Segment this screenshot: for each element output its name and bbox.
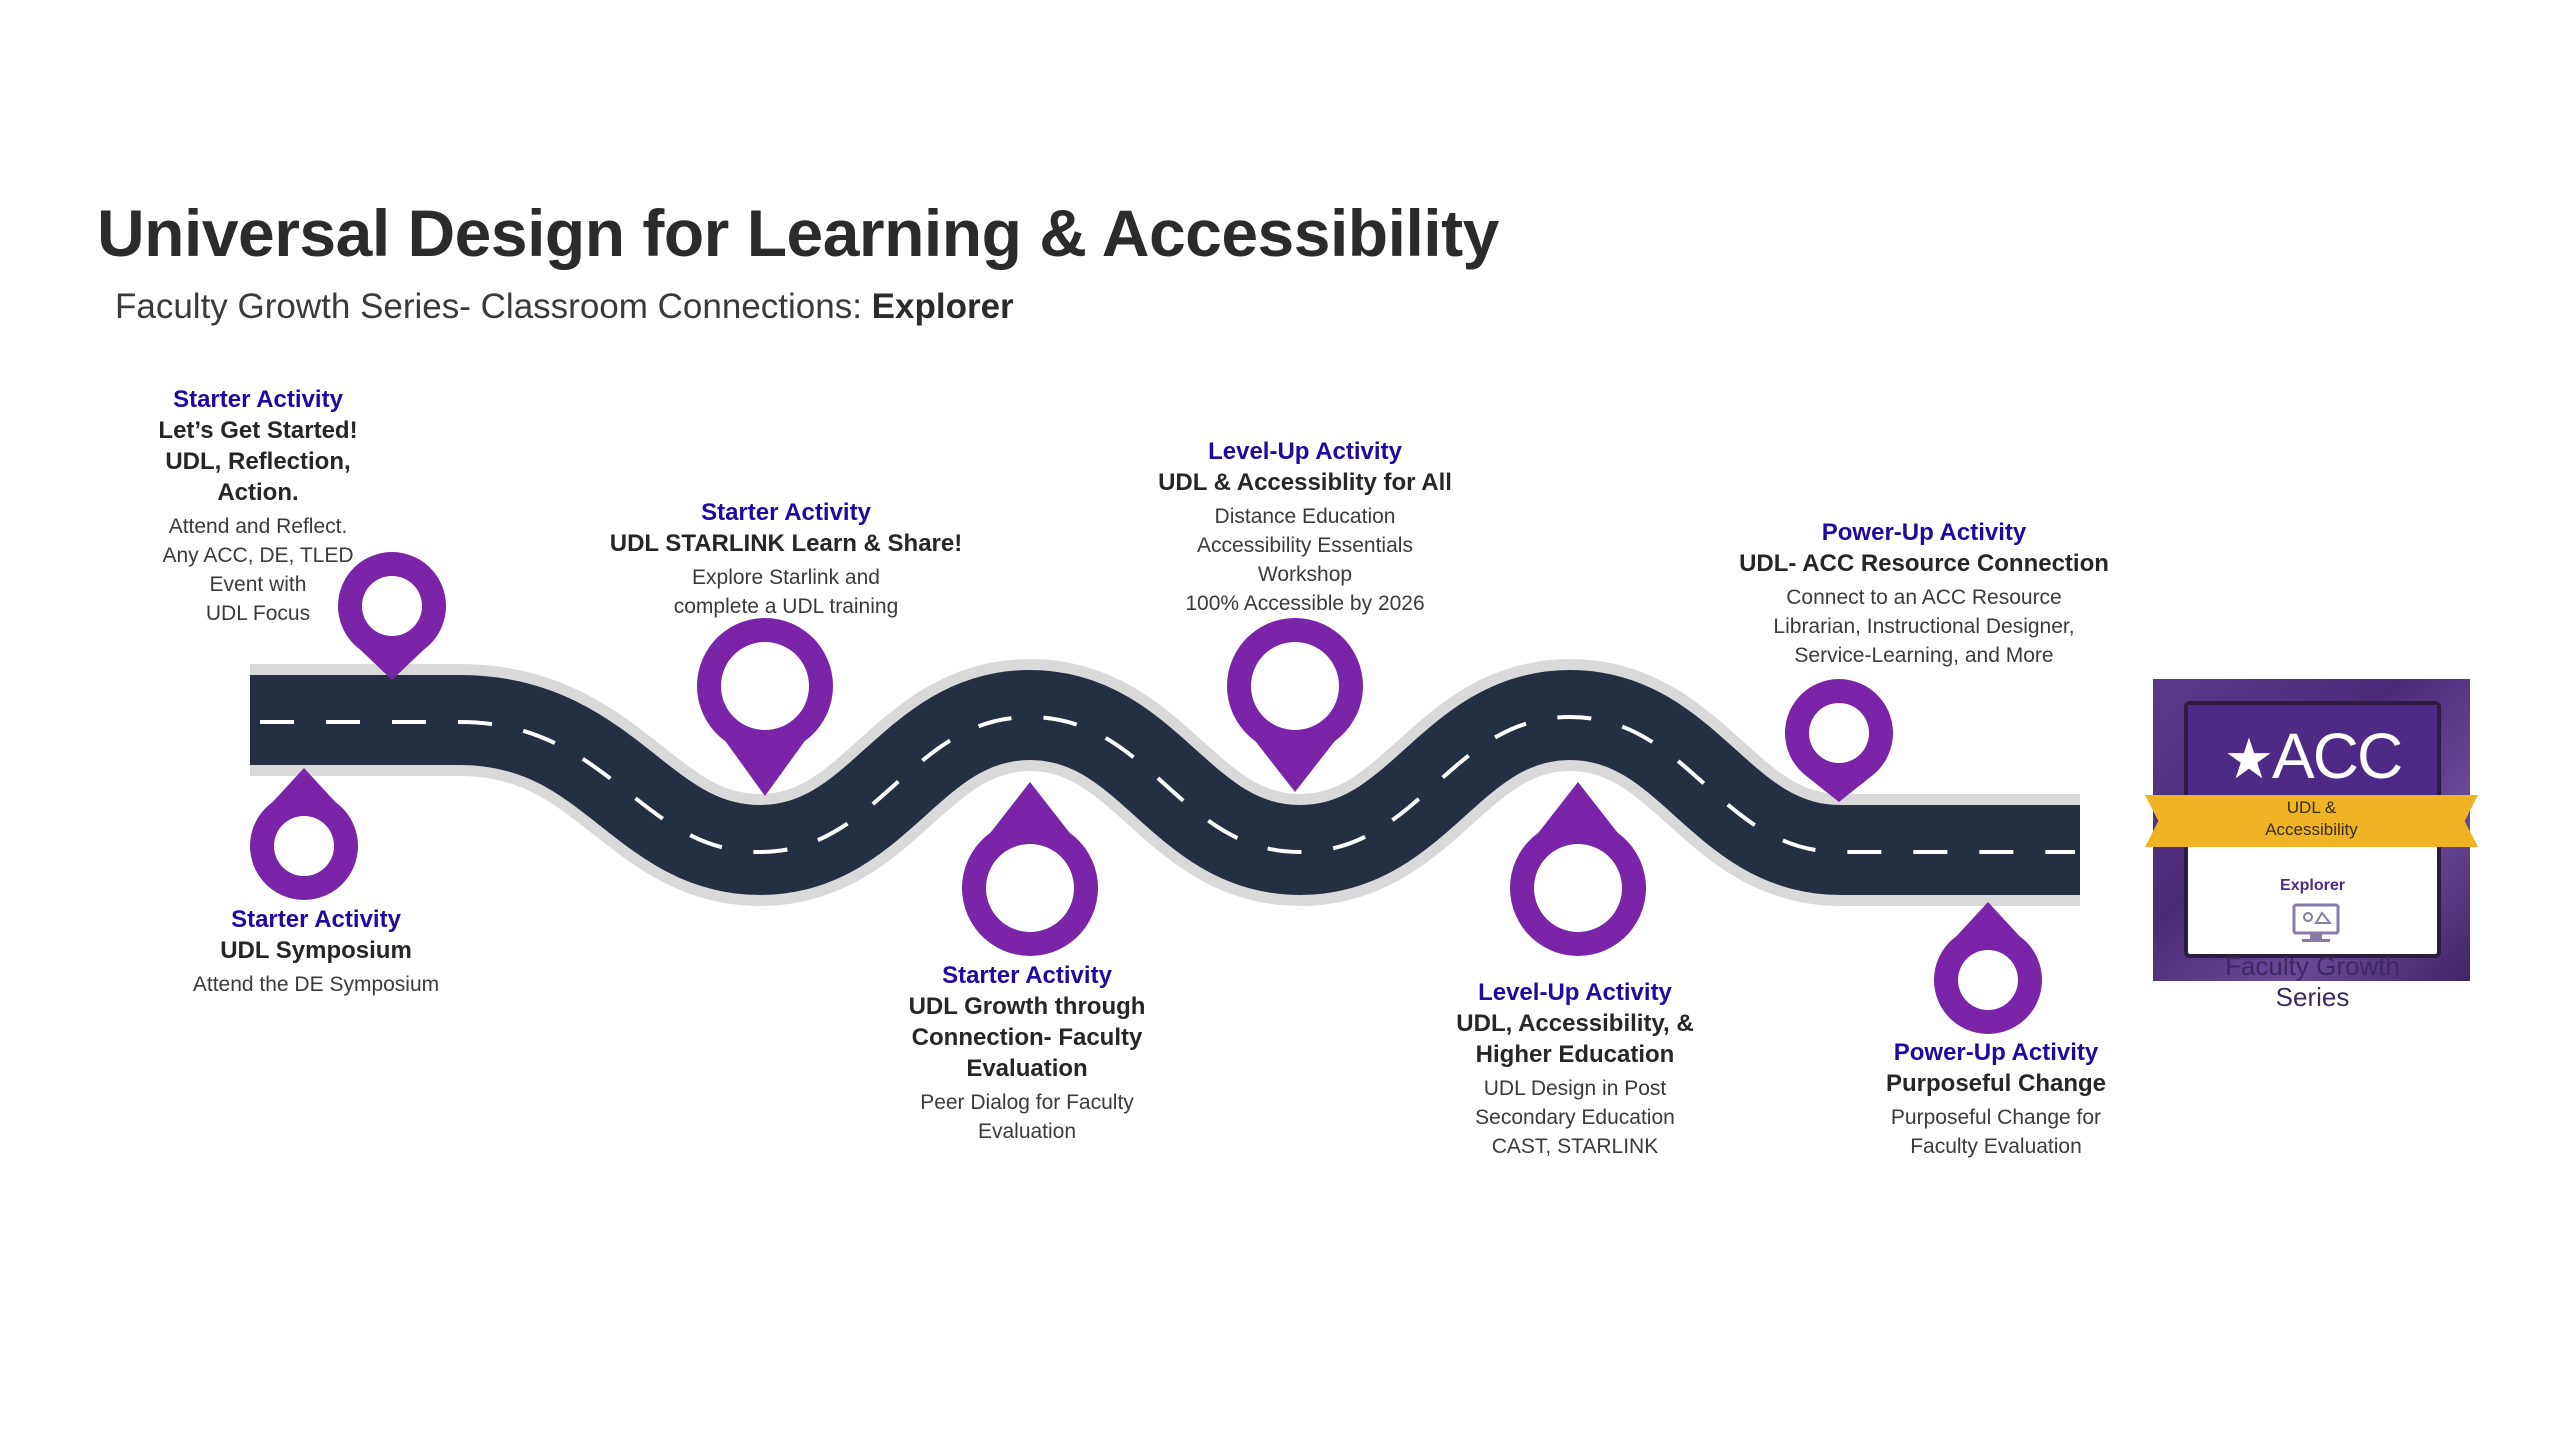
badge-series: Faculty Growth Series [2225,951,2400,1012]
activity-description: Accessibility Essentials [1197,534,1413,557]
activity-description: Connect to an ACC Resource [1786,586,2062,609]
activity-title: UDL- ACC Resource Connection [1739,550,2109,577]
map-pin-icon [337,551,446,680]
star-icon: ★ [2223,727,2274,790]
activity-description: complete a UDL training [673,595,899,618]
activity-description: Faculty Evaluation [1910,1135,2082,1158]
explorer-badge: ★ACC Explorer Faculty Growth Series UDL … [2145,679,2478,1012]
activity-description: Attend and Reflect. [168,515,348,538]
activity-description: Peer Dialog for Faculty [920,1091,1134,1114]
activity-type: Starter Activity [942,962,1112,989]
activity-description: Librarian, Instructional Designer, [1773,615,2075,638]
map-pin-icon [250,768,358,900]
badge-level: Explorer [2280,877,2345,894]
badge-ribbon-text: UDL & Accessibility [2153,797,2470,841]
map-pin-icon [697,618,833,796]
activity-description: UDL Design in Post [1483,1077,1667,1100]
activity-description: Service-Learning, and More [1794,644,2054,667]
map-pin-icon [962,782,1098,956]
page-subtitle: Faculty Growth Series- Classroom Connect… [115,287,1014,327]
activity-title: Connection- Faculty [911,1024,1143,1051]
acc-logo: ★ACC [2188,719,2437,793]
activity-description: Event with [209,573,307,596]
activity-type: Starter Activity [231,906,401,933]
activity-description: Workshop [1257,563,1353,586]
map-pin-icon [1509,782,1646,956]
activity-description: UDL Focus [205,602,311,625]
map-pin-icon [1227,618,1363,792]
road-centerline [260,714,2075,855]
activity-title: UDL, Reflection, [165,448,351,475]
activity-type: Level-Up Activity [1478,979,1672,1006]
map-pin-icon [1934,902,2043,1034]
activity-description: 100% Accessible by 2026 [1185,592,1425,615]
badge-ribbon [2145,795,2478,847]
activity-title: Action. [217,479,299,506]
badge-header: ★ACC [2188,705,2437,801]
activity-description: Purposeful Change for [1890,1106,2102,1129]
activity-type: Power-Up Activity [1821,519,2027,546]
activity-description: CAST, STARLINK [1491,1135,1659,1158]
activity-description: Secondary Education [1475,1106,1675,1129]
activity-title: UDL Growth through [908,993,1146,1020]
ribbon-line-2: Accessibility [2265,820,2358,839]
acc-logo-text: ACC [2272,720,2403,792]
activity-title: Higher Education [1475,1041,1675,1068]
activity-description: Distance Education [1214,505,1396,528]
subtitle-prefix: Faculty Growth Series- Classroom Connect… [115,287,872,326]
activity-description: Any ACC, DE, TLED [162,544,354,567]
subtitle-level: Explorer [871,287,1014,326]
activity-title: UDL & Accessiblity for All [1158,469,1452,496]
activity-title: UDL, Accessibility, & [1456,1010,1694,1037]
computer-icon [2292,903,2340,942]
activity-title: UDL Symposium [220,937,412,964]
page-title: Universal Design for Learning & Accessib… [97,196,1499,270]
activity-type: Starter Activity [173,386,343,413]
ribbon-line-1: UDL & [2286,798,2337,817]
activity-title: Let’s Get Started! [158,417,358,444]
activity-title: Evaluation [966,1055,1088,1082]
activity-description: Attend the DE Symposium [192,973,440,996]
activity-description: Evaluation [977,1120,1077,1143]
activity-title: UDL STARLINK Learn & Share! [609,530,963,557]
activity-type: Level-Up Activity [1208,438,1402,465]
activity-title: Purposeful Change [1885,1070,2107,1097]
activity-type: Power-Up Activity [1893,1039,2099,1066]
activity-type: Starter Activity [701,499,871,526]
map-pin-icon [1785,678,1893,802]
activity-description: Explore Starlink and [692,566,880,589]
